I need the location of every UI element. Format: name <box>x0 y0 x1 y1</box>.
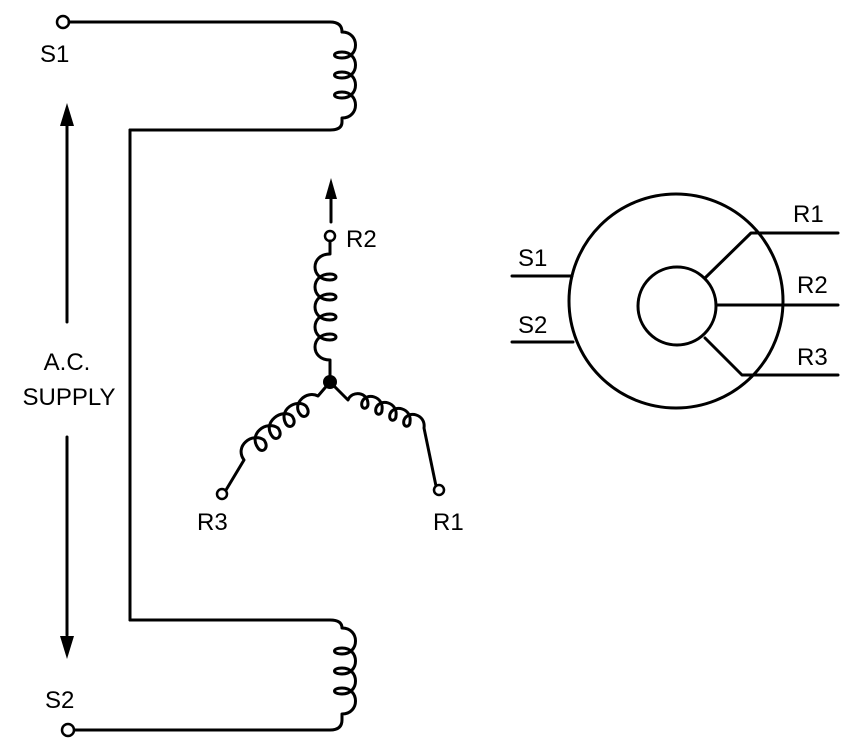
wye-junction-dot <box>323 375 337 389</box>
sym-s1-label: S1 <box>518 245 547 272</box>
ac-supply-indicator: A.C. SUPPLY <box>23 103 116 659</box>
synchro-symbol: S1 S2 R1 R2 R3 <box>510 192 840 410</box>
rotor-coil-r1 <box>328 380 438 488</box>
sym-r3-connection <box>703 336 840 377</box>
rotor-coil-r3 <box>224 380 332 492</box>
r3-label: R3 <box>197 509 228 536</box>
supply-label-line1: A.C. <box>44 349 91 376</box>
stator-coil-bottom <box>72 618 357 732</box>
s1-lead <box>67 20 344 34</box>
s1-label: S1 <box>40 41 69 68</box>
arrow-down-icon <box>60 636 74 659</box>
sym-s2-label: S2 <box>518 312 547 339</box>
stator-circuit: S1 S2 <box>40 14 357 738</box>
supply-label-line2: SUPPLY <box>23 384 116 411</box>
sym-r1-label: R1 <box>793 201 824 228</box>
arrow-up-icon <box>60 103 74 126</box>
arrow-up-icon <box>325 178 337 199</box>
r3-terminal <box>215 487 229 501</box>
s2-terminal <box>60 722 76 738</box>
r1-terminal <box>432 483 446 497</box>
r2-label: R2 <box>346 226 377 253</box>
sym-r2-label: R2 <box>797 272 828 299</box>
stator-circle <box>567 192 785 410</box>
sym-r3-label: R3 <box>797 344 828 371</box>
rotor-wye-winding: R2 R3 R1 <box>197 178 464 536</box>
rotor-coil-r2 <box>313 239 338 384</box>
stator-coil-top <box>128 30 357 132</box>
r1-label: R1 <box>433 509 464 536</box>
s2-label: S2 <box>45 687 74 714</box>
sym-r1-connection <box>703 231 840 280</box>
s1-terminal <box>55 14 71 30</box>
